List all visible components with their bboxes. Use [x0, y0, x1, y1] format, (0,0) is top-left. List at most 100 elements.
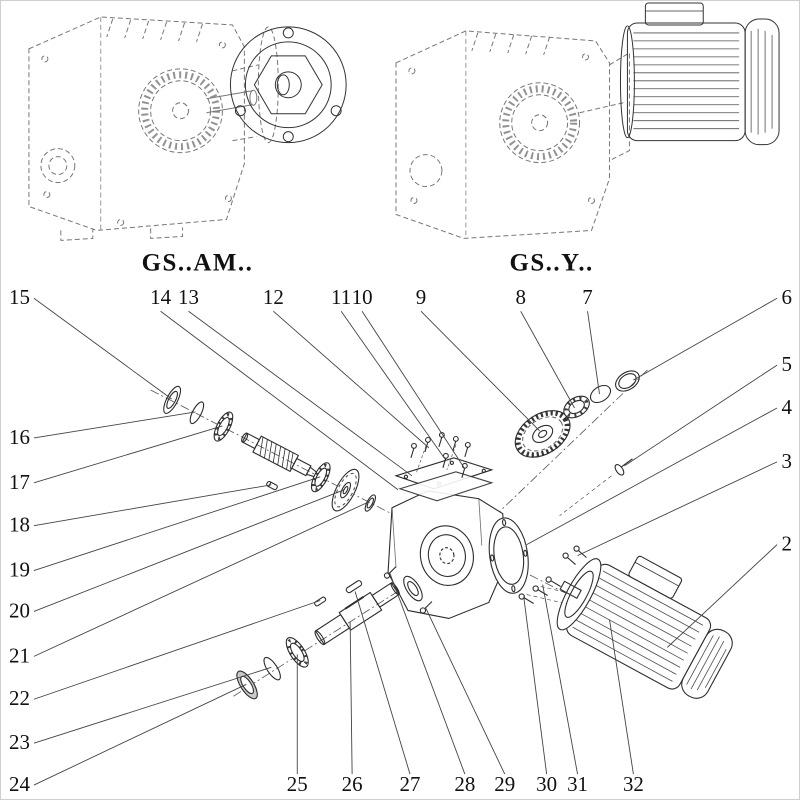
callout-line-28 — [389, 573, 466, 775]
output-boss — [400, 573, 426, 603]
callout-line-18 — [33, 484, 272, 527]
callout-number-20: 20 — [9, 598, 30, 622]
callout-number-24: 24 — [9, 772, 30, 796]
seal-ring — [233, 668, 261, 702]
gear-teeth — [510, 404, 575, 463]
callout-number-26: 26 — [342, 772, 363, 796]
callout-line-4 — [526, 407, 778, 546]
gear-teeth-ring — [502, 85, 578, 161]
callout-number-28: 28 — [454, 772, 475, 796]
callout-number-13: 13 — [178, 285, 199, 309]
callout-line-30 — [523, 596, 548, 775]
callout-line-31 — [542, 584, 578, 775]
callout-number-7: 7 — [582, 285, 592, 309]
callout-line-3 — [577, 461, 778, 557]
callout-line-8 — [520, 311, 575, 409]
oil-plug — [559, 458, 633, 516]
callout-number-9: 9 — [416, 285, 426, 309]
callout-line-20 — [33, 489, 345, 612]
dowel-pin — [314, 596, 327, 607]
callout-number-10: 10 — [352, 285, 373, 309]
variant-label-y: GS..Y.. — [509, 249, 593, 276]
callout-number-12: 12 — [263, 285, 284, 309]
callout-number-21: 21 — [9, 643, 30, 667]
fan-cowl — [681, 628, 733, 699]
callout-line-16 — [33, 411, 196, 439]
motor — [543, 555, 733, 699]
output-shaft — [314, 582, 400, 646]
callout-number-5: 5 — [782, 352, 792, 376]
callout-number-15: 15 — [9, 285, 30, 309]
housing-screws — [383, 566, 433, 614]
worm-shaft — [241, 432, 318, 478]
callout-line-21 — [33, 501, 370, 657]
callout-number-25: 25 — [287, 772, 308, 796]
set-screw — [266, 480, 278, 491]
callout-line-27 — [354, 591, 411, 775]
housing-bore — [415, 521, 479, 590]
callout-number-23: 23 — [9, 730, 30, 754]
motor-drawing — [619, 2, 780, 146]
circlip — [261, 655, 283, 682]
callout-number-14: 14 — [150, 285, 171, 309]
exploded-view — [150, 367, 733, 706]
mounting-flange-drawing — [229, 26, 347, 144]
worm-wheel-disc — [327, 466, 364, 515]
helical-gear-set — [507, 367, 643, 467]
worm-thread — [259, 436, 294, 470]
gear-teeth-ring — [141, 71, 220, 151]
input-shaft-drawing — [206, 89, 258, 114]
callout-number-16: 16 — [9, 425, 30, 449]
callout-line-19 — [33, 476, 321, 571]
callout-line-26 — [349, 621, 353, 775]
callout-line-10 — [361, 310, 466, 470]
drawing-gs-y — [395, 2, 780, 239]
callout-number-3: 3 — [782, 449, 792, 473]
shaft-key — [345, 580, 363, 594]
ball-bearing — [210, 409, 236, 443]
callout-line-17 — [33, 425, 223, 484]
circlip — [587, 382, 613, 406]
motor-fins — [633, 32, 740, 130]
callout-number-19: 19 — [9, 558, 30, 582]
callout-line-11 — [340, 310, 446, 460]
input-shaft-parts — [152, 377, 384, 533]
retaining-ring — [188, 400, 207, 425]
callout-line-12 — [273, 310, 430, 449]
output-shaft-parts — [224, 580, 400, 702]
callout-line-2 — [667, 544, 778, 648]
callout-number-31: 31 — [567, 772, 588, 796]
callout-number-27: 27 — [400, 772, 421, 796]
callout-number-2: 2 — [782, 532, 792, 556]
callout-line-15 — [33, 297, 172, 400]
ball-bearing — [560, 392, 593, 423]
keyway — [344, 595, 365, 610]
motor-shaft — [559, 580, 582, 599]
gear-housing — [387, 431, 507, 620]
seal-ring — [160, 384, 183, 416]
cover-gasket — [398, 471, 494, 502]
variant-label-am: GS..AM.. — [142, 249, 254, 276]
helical-gear — [507, 401, 579, 467]
callout-line-9 — [420, 310, 540, 432]
flange-bolts — [562, 545, 587, 566]
callout-line-32 — [609, 619, 634, 775]
shim-ring — [612, 367, 643, 395]
callout-number-6: 6 — [782, 285, 792, 309]
callout-number-18: 18 — [9, 513, 30, 537]
callout-number-22: 22 — [9, 686, 30, 710]
terminal-box — [644, 2, 704, 26]
terminal-box — [628, 555, 683, 599]
ball-bearing — [282, 634, 312, 670]
callout-line-13 — [188, 310, 413, 477]
callout-number-29: 29 — [494, 772, 515, 796]
callout-number-4: 4 — [782, 395, 793, 419]
callout-number-17: 17 — [9, 470, 30, 494]
callout-line-23 — [33, 666, 272, 744]
callout-line-6 — [633, 297, 778, 381]
motor-fins — [572, 570, 704, 682]
callout-line-29 — [425, 608, 506, 775]
callout-number-32: 32 — [623, 772, 644, 796]
